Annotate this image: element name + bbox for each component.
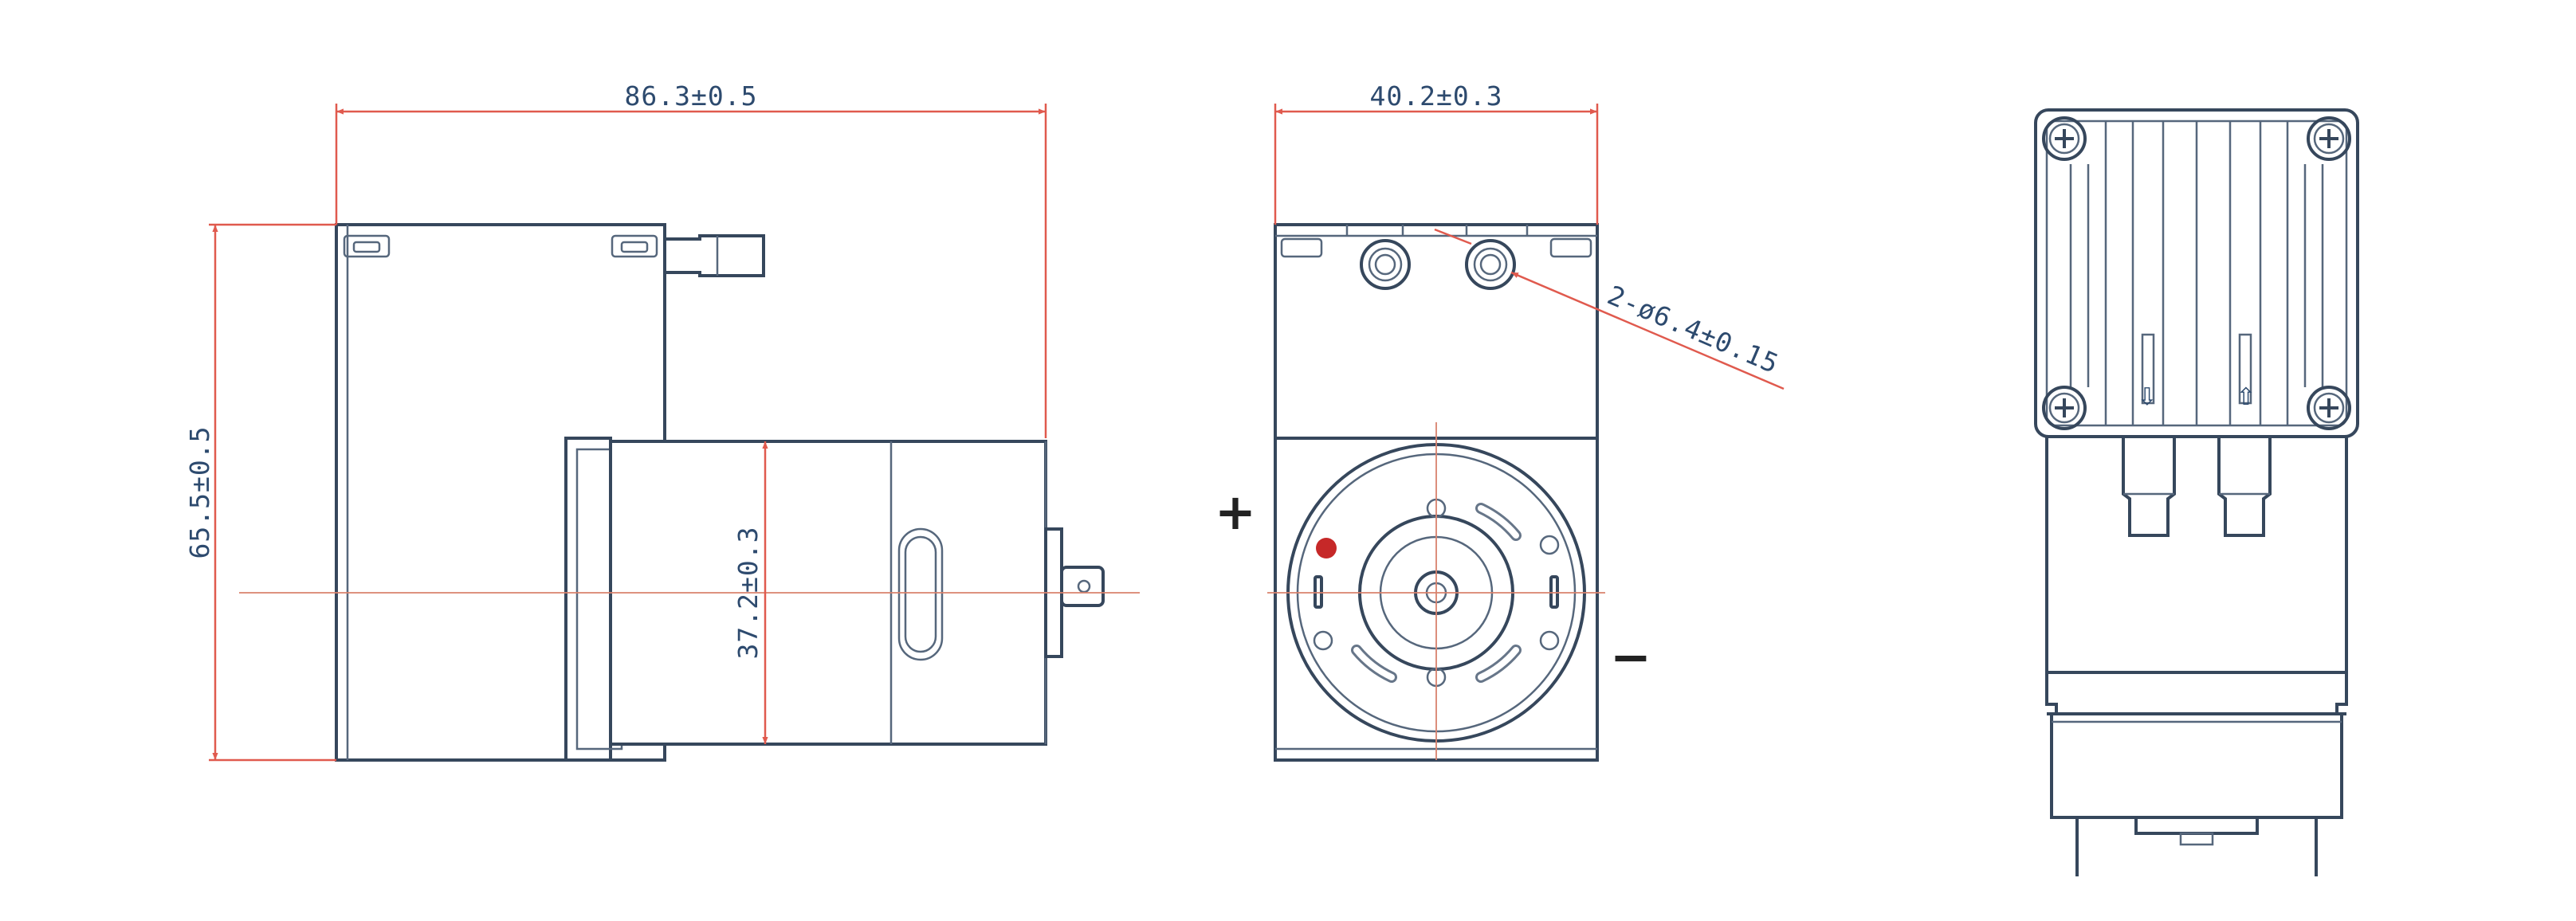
outlet-nozzle <box>665 234 765 277</box>
screw-bottom-right <box>2307 386 2351 430</box>
motor-terminal-tab <box>1060 566 1105 607</box>
front-view: + − 40.2±0.3 2-ø6.4±0.15 <box>1215 80 1785 762</box>
positive-sign: + <box>1215 483 1256 541</box>
port-left <box>1360 239 1411 290</box>
dim-overall-length: 86.3±0.5 <box>335 80 1047 438</box>
inlet-arrow: ⇩ <box>2137 383 2157 411</box>
motor-face <box>1267 422 1605 760</box>
screw-top-left <box>2042 116 2087 161</box>
terminal-left <box>1314 575 1323 609</box>
side-view: 86.3±0.5 65.5±0.5 37.2±0.3 <box>184 80 1140 762</box>
negative-sign: − <box>1610 628 1651 686</box>
top-pump-body <box>2045 435 2348 674</box>
dim-port-holes: 2-ø6.4±0.15 <box>1434 228 1785 390</box>
terminal-right <box>1549 575 1559 609</box>
dim-overall-length-label: 86.3±0.5 <box>625 80 758 112</box>
dim-motor-diameter: 37.2±0.3 <box>732 441 768 744</box>
clip-slot-left <box>343 234 391 258</box>
positive-terminal-marker <box>1316 538 1337 558</box>
outlet-arrow: ⇧ <box>2236 383 2256 411</box>
dim-front-width-label: 40.2±0.3 <box>1370 80 1503 112</box>
top-motor-body <box>2050 712 2343 819</box>
screw-bottom-left <box>2042 386 2087 430</box>
top-motor-rear-boss <box>2134 816 2259 835</box>
screw-top-right <box>2307 116 2351 161</box>
port-right <box>1465 239 1516 290</box>
top-cooling-fins <box>2069 121 2324 425</box>
motor-vent-slot <box>897 527 944 661</box>
top-nozzle-left <box>2122 437 2176 537</box>
dim-front-width: 40.2±0.3 <box>1274 80 1599 225</box>
dim-port-holes-label: 2-ø6.4±0.15 <box>1603 279 1783 379</box>
top-view: ⇩ ⇧ <box>2034 108 2359 876</box>
front-pump-head <box>1274 223 1599 440</box>
clip-slot-right <box>611 234 658 258</box>
dim-overall-height-label: 65.5±0.5 <box>184 426 215 559</box>
motor-flange <box>564 437 612 762</box>
dim-overall-height: 65.5±0.5 <box>184 223 336 762</box>
top-nozzle-right <box>2217 437 2272 537</box>
dim-motor-diameter-label: 37.2±0.3 <box>732 527 764 660</box>
